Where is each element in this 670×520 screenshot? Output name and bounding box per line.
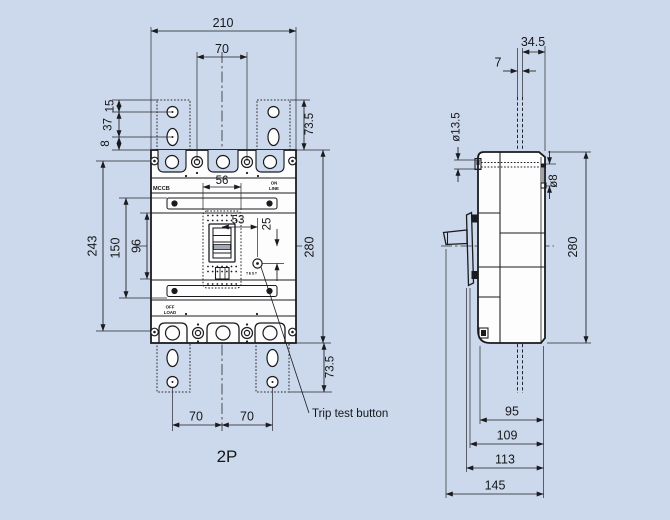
terminal-clip — [474, 157, 482, 171]
brand-marking: MCCB — [153, 186, 170, 192]
side-hole-notch — [540, 163, 547, 189]
line-marking-row1: ON — [271, 181, 278, 186]
dim-depth-face: 95 — [505, 405, 519, 419]
load-marking-row1: OFF — [166, 305, 175, 310]
side-view: 34.5 7 ø13.5 ø8 280 95 109 113 145 — [441, 35, 591, 498]
side-handle — [442, 229, 468, 246]
front-dimensions: 210 70 15 37 8 243 150 96 56 53 25 73.5 … — [86, 16, 337, 431]
dim-trip-offset-x: 53 — [232, 215, 245, 227]
dim-overall-width: 210 — [213, 16, 234, 30]
dim-terminal-hole-dia: ø13.5 — [451, 112, 463, 141]
dim-plate-edge-gap: 8 — [100, 140, 112, 146]
dim-depth-trim: 109 — [497, 429, 518, 443]
dim-depth-escutcheon: 113 — [495, 453, 515, 467]
cover-plate-bottom — [166, 284, 278, 298]
mounting-plate-bottom-right — [255, 342, 290, 393]
dim-window-span: 96 — [130, 239, 144, 253]
bottom-terminal-row — [150, 312, 297, 343]
trip-button-marking: TEST — [246, 272, 258, 276]
dim-handle-offset: 34.5 — [521, 35, 545, 49]
indicator-window — [214, 266, 230, 280]
dim-cover-span: 150 — [109, 238, 123, 259]
dim-mounting-pitch: 243 — [86, 236, 100, 257]
trip-callout-label: Trip test button — [312, 408, 388, 420]
side-escutcheon — [465, 211, 478, 287]
dim-escutcheon-width: 56 — [216, 175, 229, 187]
dim-depth-handle: 145 — [485, 479, 506, 493]
side-dimensions: 34.5 7 ø13.5 ø8 280 95 109 113 145 — [445, 35, 591, 498]
dim-pole-pitch-top: 70 — [215, 42, 229, 56]
dim-overall-height-front: 280 — [303, 237, 317, 258]
dim-plate-ext-top: 73.5 — [304, 113, 316, 135]
mounting-plate-bottom-left — [156, 342, 191, 393]
escutcheon-dots — [207, 214, 238, 285]
load-marking-row2: LOAD — [164, 310, 176, 315]
dim-rod-width: 7 — [495, 56, 502, 70]
top-terminal-row — [150, 150, 297, 178]
front-body: MCCB ON LINE — [150, 149, 297, 344]
dim-trip-offset-y: 25 — [262, 218, 274, 231]
dim-plate-hole-offset: 15 — [105, 100, 117, 113]
operating-handle — [208, 223, 236, 263]
bottom-clip — [478, 327, 489, 339]
dim-plate-ext-bottom: 73.5 — [325, 356, 337, 378]
trip-test-button: TEST — [246, 258, 263, 276]
mounting-plate-top-left — [156, 99, 191, 151]
escutcheon — [202, 210, 242, 289]
cover-plate-top — [166, 197, 278, 210]
trip-callout: Trip test button — [260, 266, 388, 420]
pole-count-label: 2P — [217, 447, 238, 466]
dim-pitch-bottom-right: 70 — [240, 410, 254, 424]
line-marking-row2: LINE — [269, 186, 279, 191]
dim-pitch-bottom-left: 70 — [189, 410, 203, 424]
side-body — [442, 151, 547, 344]
dim-overall-height-side: 280 — [566, 237, 580, 258]
dim-plate-hole-spacing: 37 — [103, 118, 115, 131]
dim-side-hole-dia: ø8 — [548, 174, 560, 187]
mounting-plate-top-right — [256, 99, 291, 151]
front-view: MCCB ON LINE — [86, 16, 389, 466]
